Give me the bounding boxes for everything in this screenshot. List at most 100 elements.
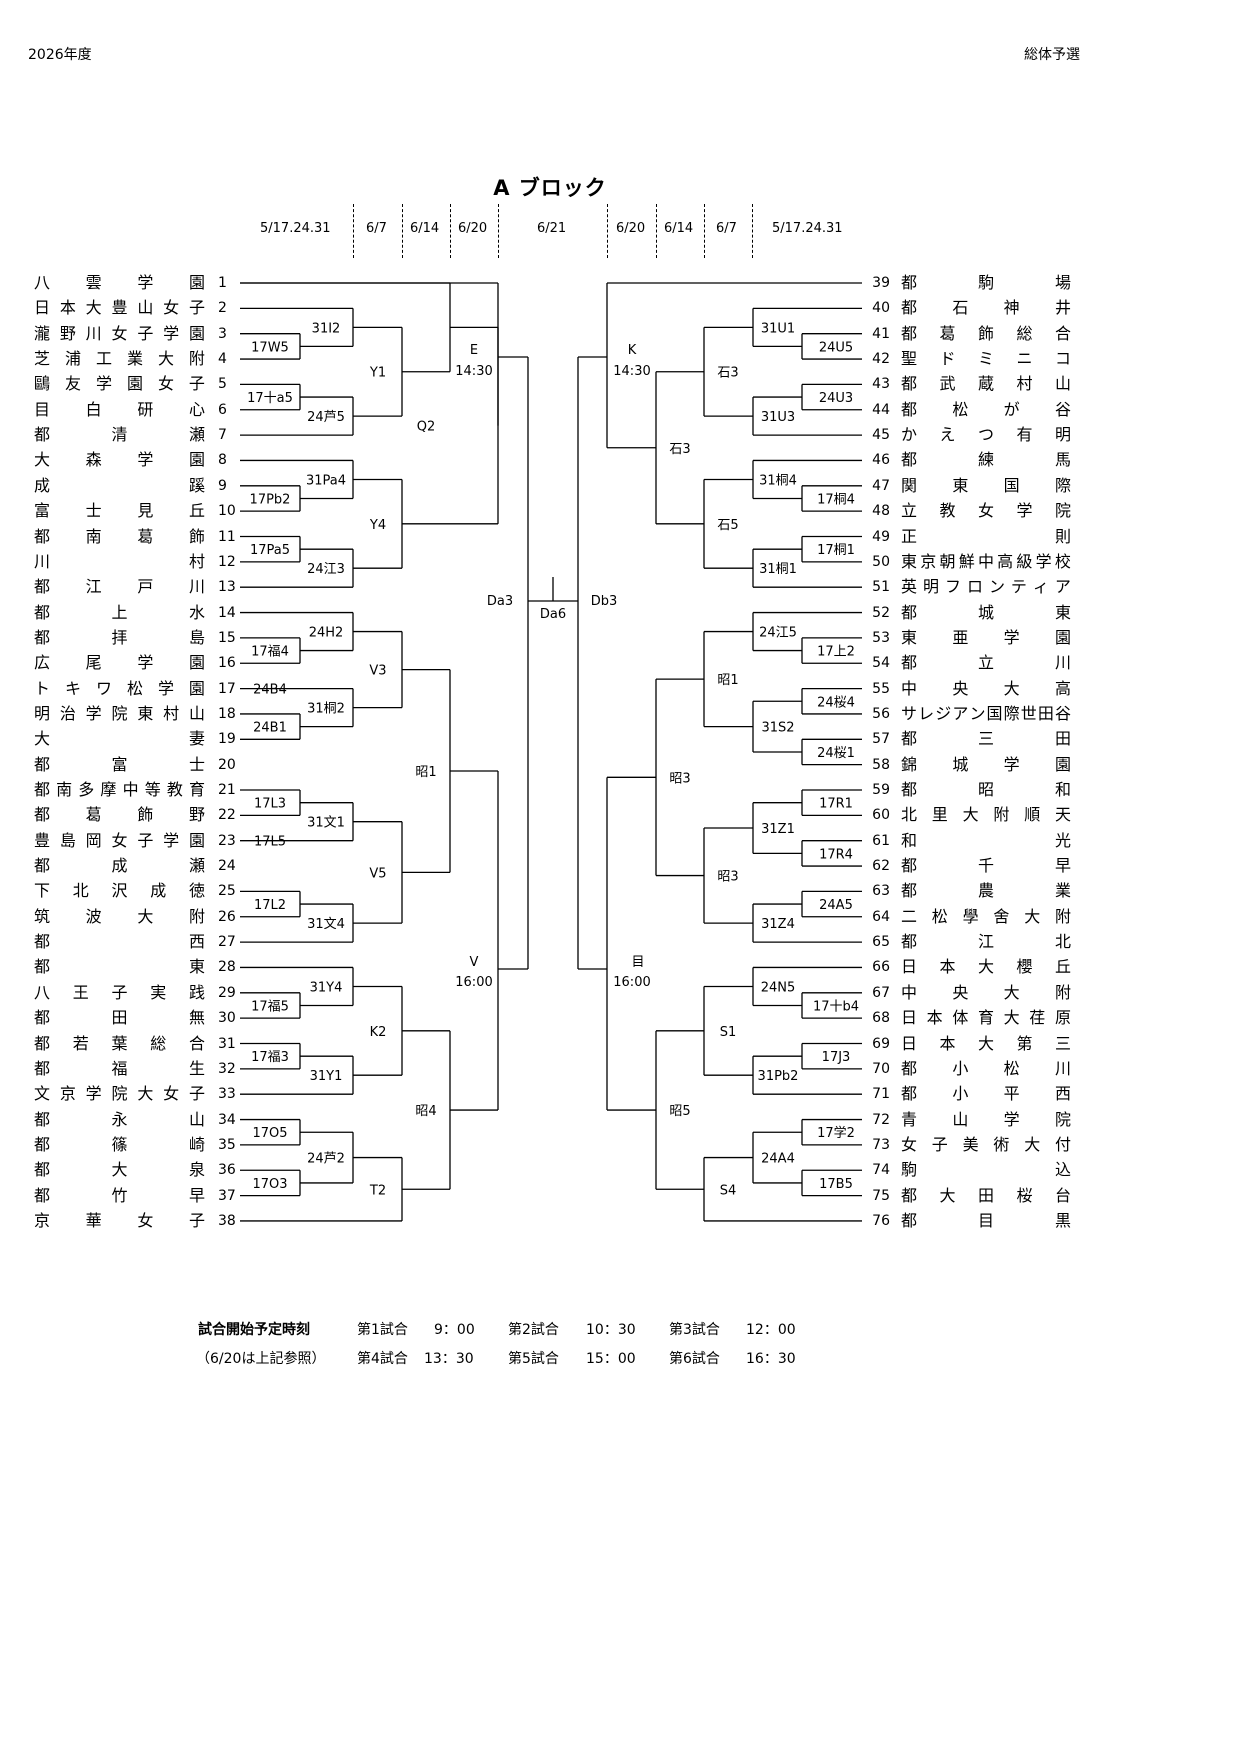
seed-number: 59: [872, 782, 890, 798]
match-label: 24U5: [819, 340, 853, 355]
seed-number: 16: [218, 655, 236, 672]
date-right-r2: 6/7: [716, 221, 737, 236]
match-label: 第5試合: [508, 1351, 559, 1367]
team-name: 大妻: [34, 729, 205, 749]
match-label: 31文4: [307, 917, 345, 932]
seed-number: 8: [218, 452, 227, 469]
seed-number: 51: [872, 579, 890, 596]
match-label: 31Pb2: [758, 1069, 799, 1084]
seed-number: 74: [872, 1162, 890, 1179]
match-label: 24U3: [819, 391, 853, 406]
seed-number: 63: [872, 883, 890, 900]
match-label: 17Pa5: [250, 543, 290, 558]
schedule-heading: 試合開始予定時刻: [198, 1322, 310, 1338]
seed-number: 34: [218, 1111, 236, 1128]
match-label: 17W5: [251, 340, 289, 355]
team-name: 都小平西: [901, 1084, 1071, 1104]
team-name: 中央大高: [901, 678, 1071, 698]
date-right-r4: 6/20: [616, 221, 646, 236]
match-label: 24B1: [253, 721, 287, 736]
team-name: 聖ドミニコ: [901, 349, 1071, 369]
team-name: 都農業: [901, 881, 1071, 901]
seed-number: 6: [218, 401, 227, 418]
match-label: 24B4: [253, 683, 287, 698]
match-label: 第2試合: [508, 1322, 559, 1338]
team-name: 都南葛飾: [34, 526, 205, 546]
match-label: 17十b4: [813, 999, 859, 1014]
seed-number: 29: [218, 984, 236, 1001]
date-final: 6/21: [537, 221, 567, 236]
team-name: 都三田: [901, 729, 1071, 749]
match-time: 10：30: [586, 1322, 636, 1338]
match-label: 昭3: [669, 771, 690, 786]
match-label: Q2: [417, 420, 436, 435]
team-name: 都石神井: [901, 298, 1071, 318]
match-label: 31文1: [307, 816, 345, 831]
team-name: 北里大附順天: [901, 805, 1071, 825]
match-label: 14:30: [455, 364, 492, 379]
match-label: 31Y4: [310, 980, 343, 995]
date-separator: [498, 204, 499, 258]
team-name: 都清瀬: [34, 425, 205, 445]
team-name: 川村: [34, 551, 205, 571]
team-name: 都上水: [34, 602, 205, 622]
match-label: 24江5: [759, 626, 797, 641]
team-name: 都永山: [34, 1109, 205, 1129]
seed-number: 35: [218, 1136, 236, 1153]
team-name: 都大田桜台: [901, 1185, 1071, 1205]
date-separator: [704, 204, 705, 258]
match-label: 31桐2: [307, 702, 345, 717]
team-name: 中央大附: [901, 982, 1071, 1002]
seed-number: 69: [872, 1035, 890, 1052]
team-name: かえつ有明: [901, 425, 1071, 445]
seed-number: 11: [218, 528, 236, 545]
match-label: 31U3: [761, 410, 795, 425]
match-label: 昭3: [717, 870, 738, 885]
date-right-r1: 5/17.24.31: [772, 221, 843, 236]
match-label: 17R1: [819, 797, 853, 812]
date-left-r4: 6/20: [458, 221, 488, 236]
match-label: 14:30: [613, 364, 650, 379]
team-name: 都若葉総合: [34, 1033, 205, 1053]
seed-number: 10: [218, 503, 236, 520]
seed-number: 15: [218, 629, 236, 646]
seed-number: 14: [218, 604, 236, 621]
match-label: 31Z4: [761, 917, 795, 932]
team-name: 日本大豊山女子: [34, 298, 205, 318]
match-label: 昭1: [415, 765, 436, 780]
team-name: 都福生: [34, 1058, 205, 1078]
team-name: 都南多摩中等教育: [34, 780, 205, 799]
seed-number: 1: [218, 275, 227, 291]
seed-number: 13: [218, 579, 236, 596]
seed-number: 72: [872, 1111, 890, 1128]
match-label: 24N5: [761, 980, 796, 995]
team-name: 都立川: [901, 653, 1071, 673]
match-label: 17福3: [251, 1050, 289, 1065]
team-name: 日本大第三: [901, 1033, 1071, 1053]
date-separator: [353, 204, 354, 258]
seed-number: 47: [872, 477, 890, 494]
date-separator: [450, 204, 451, 258]
team-name: 都葛飾野: [34, 805, 205, 825]
seed-number: 32: [218, 1060, 236, 1077]
team-name: 錦城学園: [901, 754, 1071, 774]
match-label: 24江3: [307, 562, 345, 577]
team-name: 都昭和: [901, 780, 1071, 799]
team-name: 和光: [901, 830, 1071, 850]
match-label: 17L5: [254, 835, 286, 850]
team-name: 都東: [34, 957, 205, 977]
seed-number: 68: [872, 1010, 890, 1027]
team-name: 都城東: [901, 602, 1071, 622]
team-name: 立教女学院: [901, 501, 1071, 521]
seed-number: 56: [872, 705, 890, 722]
match-label: 31U1: [761, 321, 795, 336]
team-name: 都千早: [901, 856, 1071, 876]
match-time: 12：00: [746, 1322, 796, 1338]
seed-number: 44: [872, 401, 890, 418]
team-name: 都葛飾総合: [901, 323, 1071, 343]
team-name: 都拝島: [34, 627, 205, 647]
team-name: 東亜学園: [901, 627, 1071, 647]
match-label: 17桐1: [817, 543, 855, 558]
seed-number: 18: [218, 705, 236, 722]
match-label: 17B5: [819, 1177, 853, 1192]
